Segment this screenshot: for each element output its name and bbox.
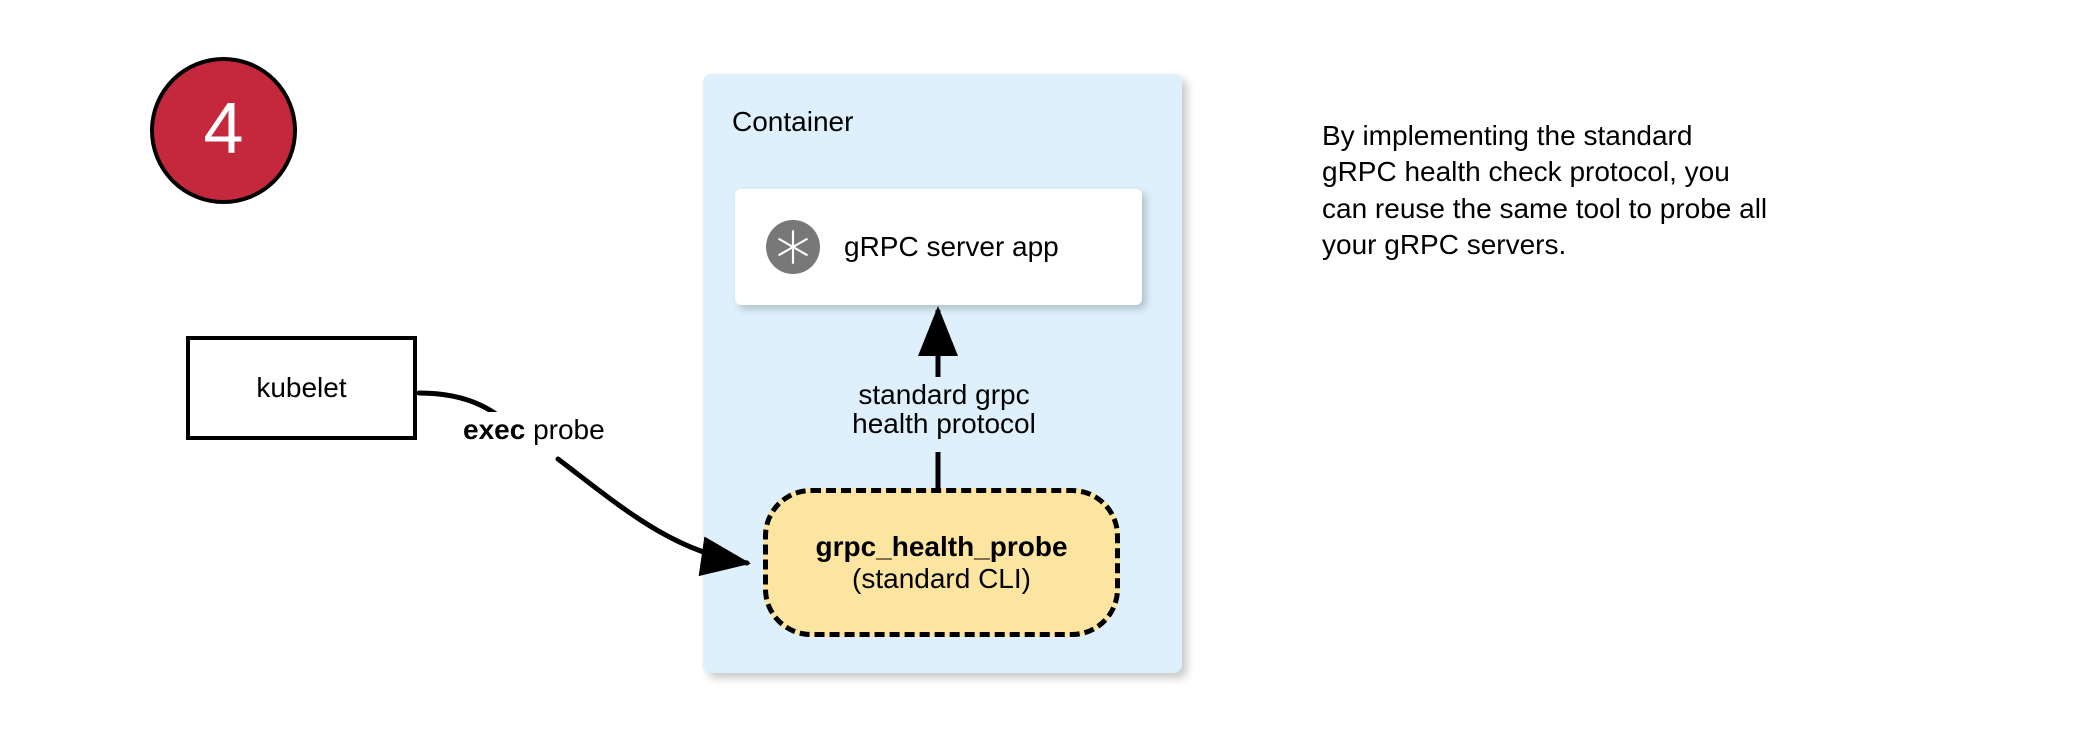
grpc-server-app-card: gRPC server app	[735, 189, 1142, 305]
health-protocol-edge-label: standard grpc health protocol	[838, 377, 1050, 442]
grpc-server-app-label: gRPC server app	[844, 231, 1059, 262]
exec-probe-rest: probe	[525, 414, 605, 445]
container-label: Container	[732, 106, 854, 137]
side-note-line-1: By implementing the standard	[1322, 120, 1693, 151]
grpc-health-probe-title: grpc_health_probe	[815, 531, 1068, 563]
side-note-line-4: your gRPC servers.	[1322, 229, 1567, 261]
step-badge-number: 4	[203, 88, 244, 169]
side-note: By implementing the standard gRPC health…	[1322, 118, 1922, 264]
grpc-aperture-icon	[766, 220, 820, 274]
exec-probe-edge-label: exec probe	[457, 412, 611, 448]
health-protocol-line-1: standard grpc	[858, 379, 1030, 410]
kubelet-label: kubelet	[256, 372, 347, 403]
kubelet-node: kubelet	[186, 336, 417, 440]
side-note-line-3: can reuse the same tool to probe all	[1322, 192, 1768, 224]
step-badge: 4	[150, 57, 297, 204]
side-note-line-2: gRPC health check protocol, you	[1322, 156, 1730, 188]
grpc-health-probe-node: grpc_health_probe (standard CLI)	[763, 488, 1120, 637]
exec-probe-emphasis: exec	[463, 414, 526, 445]
health-protocol-line-2: health protocol	[852, 408, 1036, 440]
grpc-health-probe-subtitle: (standard CLI)	[852, 562, 1031, 594]
